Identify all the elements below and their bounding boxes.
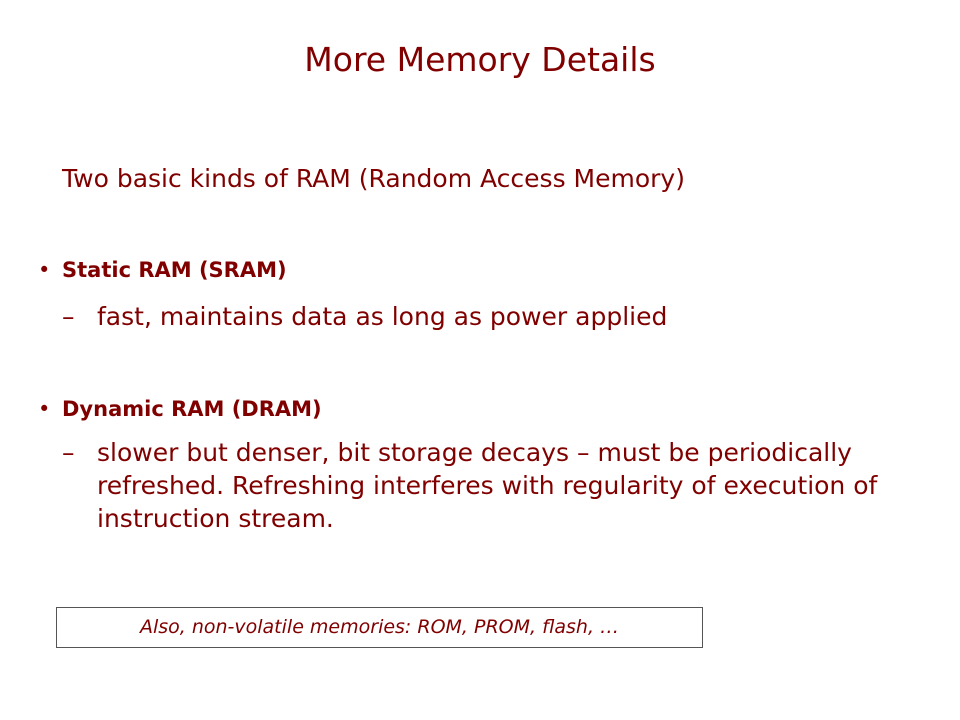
bullet-heading: Static RAM (SRAM) [62,258,287,282]
dash-marker: – [62,438,75,467]
intro-text: Two basic kinds of RAM (Random Access Me… [62,164,685,193]
note-box: Also, non-volatile memories: ROM, PROM, … [56,607,703,648]
bullet-dram: • Dynamic RAM (DRAM) [38,393,322,425]
bullet-dot: • [38,397,51,421]
dash-marker: – [62,302,75,331]
slide-title: More Memory Details [304,40,656,79]
sub-bullet-dram: –slower but denser, bit storage decays –… [62,436,897,535]
bullet-heading: Dynamic RAM (DRAM) [62,397,322,421]
sub-bullet-text: slower but denser, bit storage decays – … [97,438,878,533]
sub-bullet-sram: –fast, maintains data as long as power a… [62,300,897,333]
sub-bullet-text: fast, maintains data as long as power ap… [97,302,668,331]
bullet-sram: • Static RAM (SRAM) [38,254,287,286]
bullet-dot: • [38,258,51,282]
